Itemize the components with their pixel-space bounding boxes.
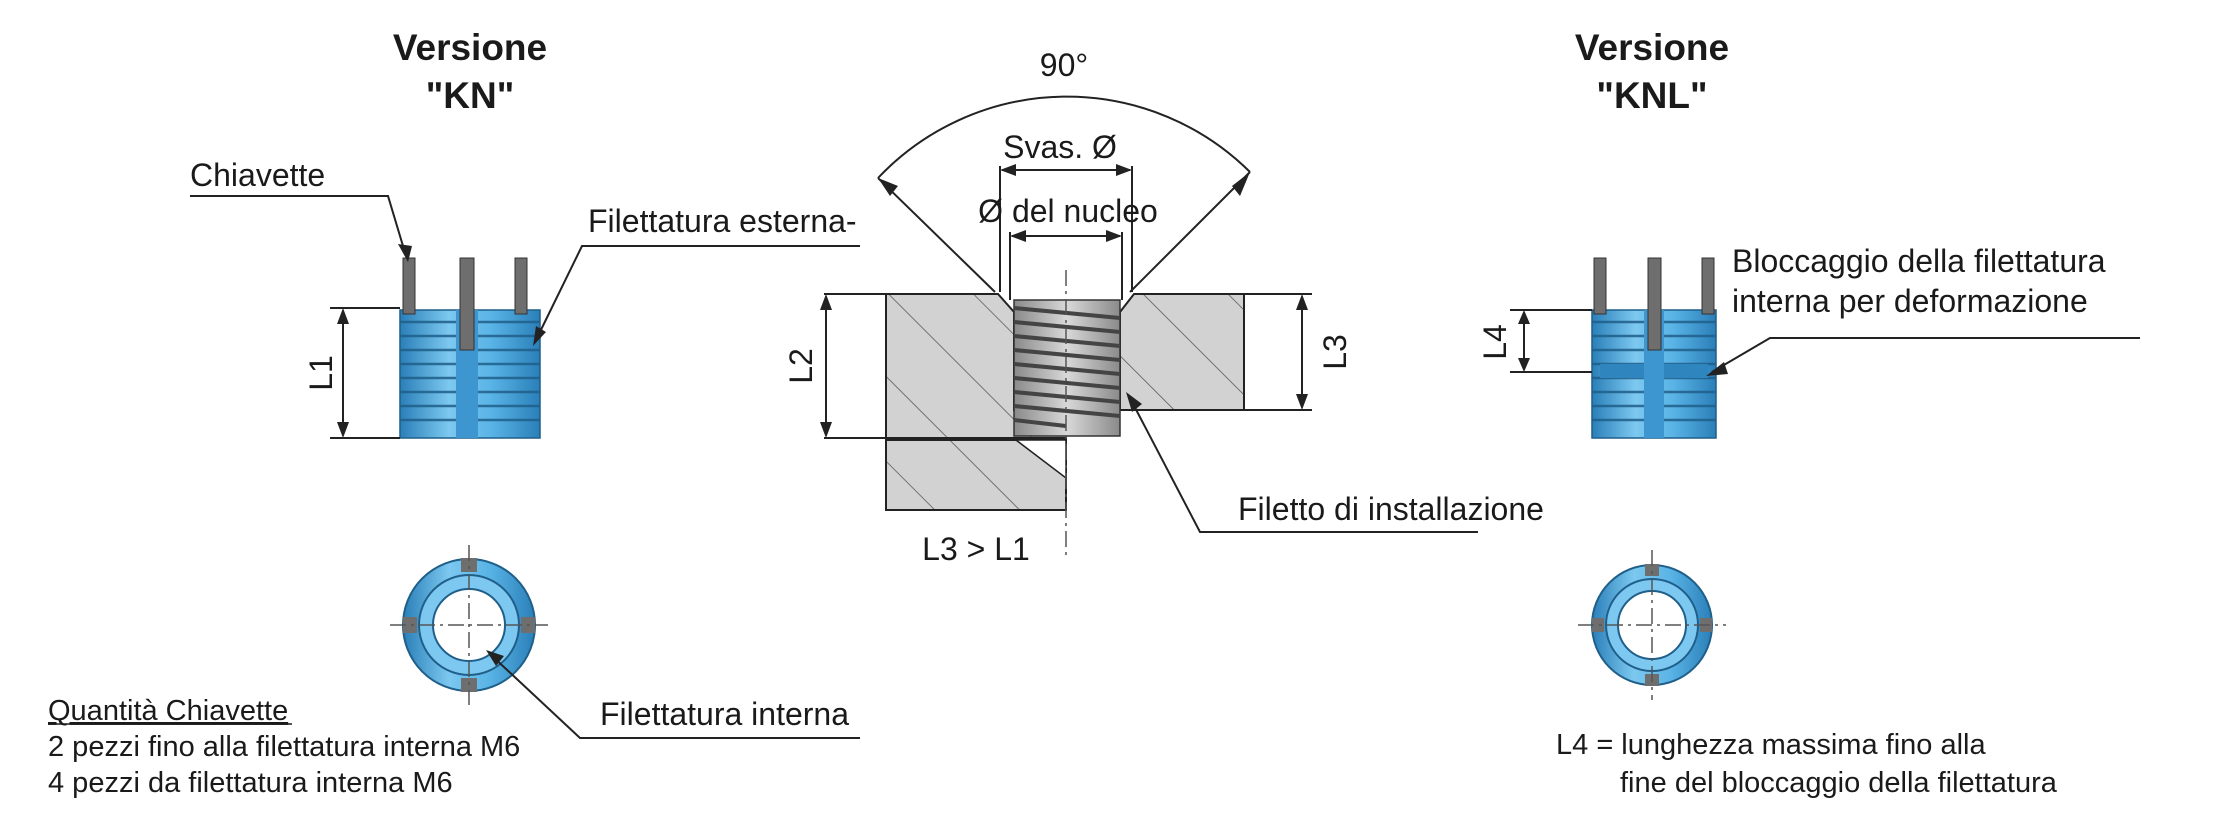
knl-title-line2: "KNL" xyxy=(1596,75,1707,116)
l3-dimension: L3 xyxy=(1244,293,1353,411)
knl-l4-dimension: L4 xyxy=(1477,309,1592,373)
installation-thread-callout: Filetto di installazione xyxy=(1126,392,1544,533)
angle-label: 90° xyxy=(1040,47,1088,83)
kn-title-line1: Versione xyxy=(393,27,547,68)
installation-thread-label: Filetto di installazione xyxy=(1238,491,1544,527)
knl-note-line1: L4 = lunghezza massima fino alla xyxy=(1556,729,1986,761)
countersink-dimension: Svas. Ø xyxy=(999,129,1133,292)
kn-keys-label: Chiavette xyxy=(190,157,325,193)
countersink-label: Svas. Ø xyxy=(1003,129,1117,165)
knl-insert-top-view xyxy=(1578,550,1726,700)
keys-note-line2: 4 pezzi da filettatura interna M6 xyxy=(48,767,453,799)
kn-keys-callout: Chiavette xyxy=(190,157,412,262)
knl-insert-side-view xyxy=(1591,257,1717,439)
kn-version: Versione "KN" L1 Chia xyxy=(190,27,860,739)
kn-l1-label: L1 xyxy=(303,355,339,391)
kn-title-line2: "KN" xyxy=(426,75,515,116)
kn-internal-thread-callout: Filettatura interna xyxy=(486,650,860,739)
knl-lock-label-line2: interna per deformazione xyxy=(1732,283,2088,319)
kn-insert-side-view xyxy=(399,257,541,439)
core-diameter-label: Ø del nucleo xyxy=(978,193,1158,229)
knl-l4-label: L4 xyxy=(1477,324,1513,360)
knl-lock-callout: Bloccaggio della filettatura interna per… xyxy=(1706,243,2140,376)
kn-external-thread-callout: Filettatura esterna- xyxy=(533,203,860,346)
knl-title-line1: Versione xyxy=(1575,27,1729,68)
keys-note-heading: Quantità Chiavette xyxy=(48,695,288,727)
kn-internal-thread-label: Filettatura interna xyxy=(600,696,849,732)
core-diameter-dimension: Ø del nucleo xyxy=(978,193,1158,300)
l3-label: L3 xyxy=(1317,334,1353,370)
threaded-hole xyxy=(1013,270,1121,556)
installation-section: 90° Svas. Ø Ø del nucleo xyxy=(783,47,1544,567)
l2-dimension: L2 xyxy=(783,294,832,438)
keys-quantity-note: Quantità Chiavette 2 pezzi fino alla fil… xyxy=(48,695,520,799)
knl-version: Versione "KNL" L4 xyxy=(1477,27,2140,799)
workpiece-section xyxy=(824,293,1245,511)
countersink-angle: 90° xyxy=(877,47,1251,293)
kn-insert-top-view xyxy=(390,545,548,705)
keys-note-line1: 2 pezzi fino alla filettatura interna M6 xyxy=(48,731,520,763)
knl-note-line2: fine del bloccaggio della filettatura xyxy=(1620,767,2058,799)
kn-l1-dimension: L1 xyxy=(303,307,400,439)
relation-label: L3 > L1 xyxy=(922,531,1030,567)
knl-lock-label-line1: Bloccaggio della filettatura xyxy=(1732,243,2106,279)
kn-external-thread-label: Filettatura esterna- xyxy=(588,203,857,239)
l2-label: L2 xyxy=(783,348,819,384)
